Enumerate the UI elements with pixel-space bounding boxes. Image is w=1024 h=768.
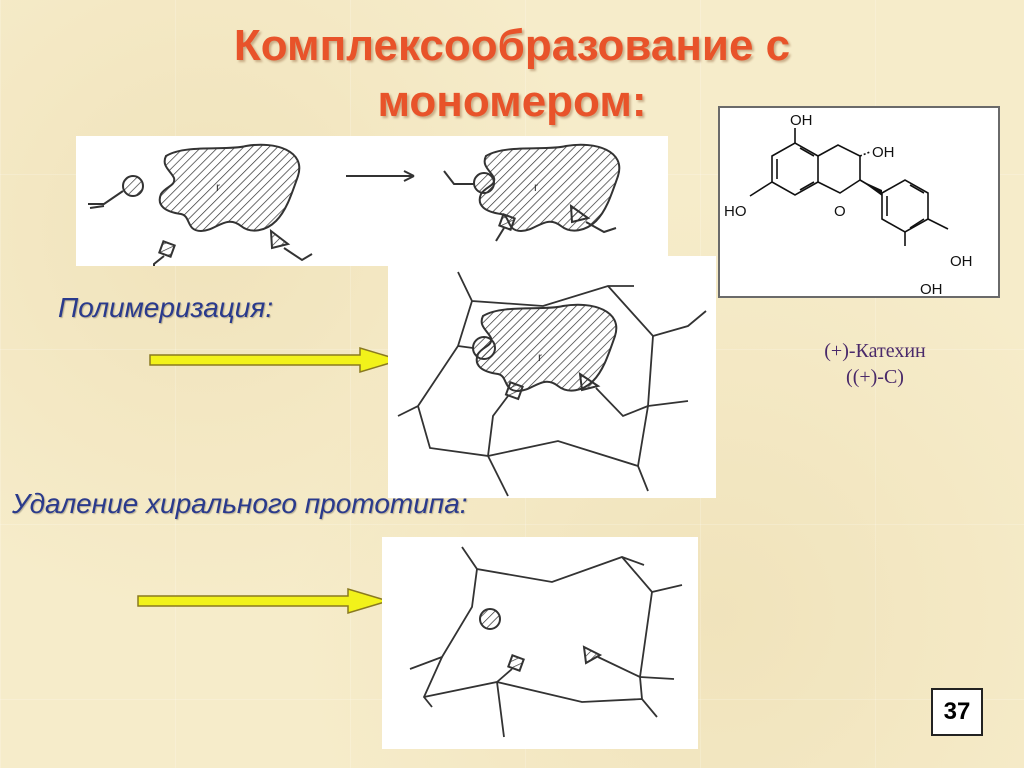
oh-label-top: OH [790,112,813,129]
svg-text:r: r [534,180,538,194]
catechin-structure-box: OH OH HO O OH OH [718,106,1000,298]
monomer-square [158,240,176,258]
monomer-triangle [269,228,291,250]
cavity-circle-site [479,608,501,630]
catechin-structure: OH OH HO O OH OH [724,112,973,298]
oh-label-c3: OH [872,144,895,161]
catechin-caption-1: (+)-Катехин [824,340,926,362]
slide-title: Комплексообразование с мономером: [0,18,1024,130]
polymer-network-sketch: r [397,271,707,497]
ring-oxygen-label: O [834,203,846,220]
imprinted-polymer-diagram [382,537,698,749]
polymerized-network-diagram: r [388,256,716,498]
ho-label-left: HO [724,203,747,220]
oh-label-b1: OH [950,253,973,270]
complexation-sketch: r r [88,143,621,266]
yellow-arrow-2 [137,587,391,615]
template-removal-label: Удаление хирального прототипа: [12,488,468,519]
polymerization-label: Полимеризация: [58,292,274,323]
title-line-1: Комплексообразование с [233,21,791,70]
chiral-template-left [158,143,301,233]
monomer-circle [122,175,144,197]
cavity-square-site [507,654,525,672]
imprinted-cavity-sketch [409,546,683,738]
chiral-template-in-network [475,303,618,393]
complexation-diagram: r r [76,136,668,266]
svg-text:r: r [216,180,220,194]
title-line-2: мономером: [377,77,647,126]
yellow-arrow-1 [149,346,403,374]
chiral-template-complex [478,143,621,233]
oh-label-b2: OH [920,281,943,296]
svg-text:r: r [538,350,542,364]
catechin-caption-2: ((+)-C) [846,366,904,388]
page-number: 37 [931,688,983,736]
cavity-triangle-site [582,645,603,665]
